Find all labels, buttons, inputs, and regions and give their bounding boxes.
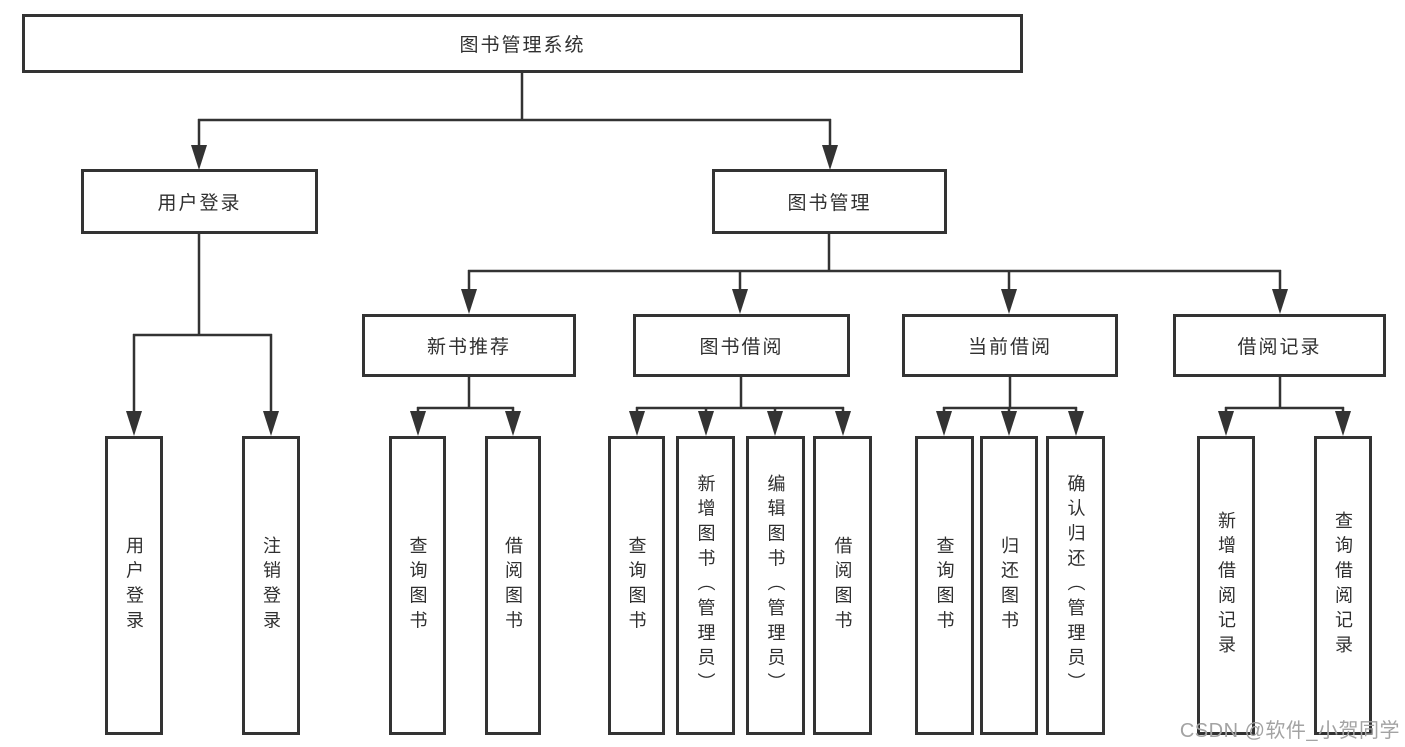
watermark: CSDN @软件_小贺同学 xyxy=(1179,720,1400,742)
node-user-login: 用户登录 xyxy=(81,169,318,234)
node-new-book-recommend: 新书推荐 xyxy=(362,314,576,377)
node-current-borrow: 当前借阅 xyxy=(902,314,1118,377)
leaf-cb-confirm-return-admin: 确认归还（管理员） xyxy=(1046,436,1105,735)
node-book-borrow: 图书借阅 xyxy=(633,314,850,377)
node-book-management: 图书管理 xyxy=(712,169,947,234)
node-borrow-records: 借阅记录 xyxy=(1173,314,1386,377)
leaf-bb-add-book-admin: 新增图书（管理员） xyxy=(676,436,735,735)
leaf-cb-query-books: 查询图书 xyxy=(915,436,974,735)
leaf-br-query-record: 查询借阅记录 xyxy=(1314,436,1372,735)
leaf-logout: 注销登录 xyxy=(242,436,300,735)
leaf-bb-query-books: 查询图书 xyxy=(608,436,665,735)
leaf-cb-return-books: 归还图书 xyxy=(980,436,1038,735)
leaf-bb-edit-book-admin: 编辑图书（管理员） xyxy=(746,436,805,735)
leaf-br-add-record: 新增借阅记录 xyxy=(1197,436,1255,735)
leaf-nb-borrow-books: 借阅图书 xyxy=(485,436,541,735)
leaf-bb-borrow-books: 借阅图书 xyxy=(813,436,872,735)
leaf-user-login: 用户登录 xyxy=(105,436,163,735)
leaf-nb-query-books: 查询图书 xyxy=(389,436,446,735)
node-library-system: 图书管理系统 xyxy=(22,14,1023,73)
